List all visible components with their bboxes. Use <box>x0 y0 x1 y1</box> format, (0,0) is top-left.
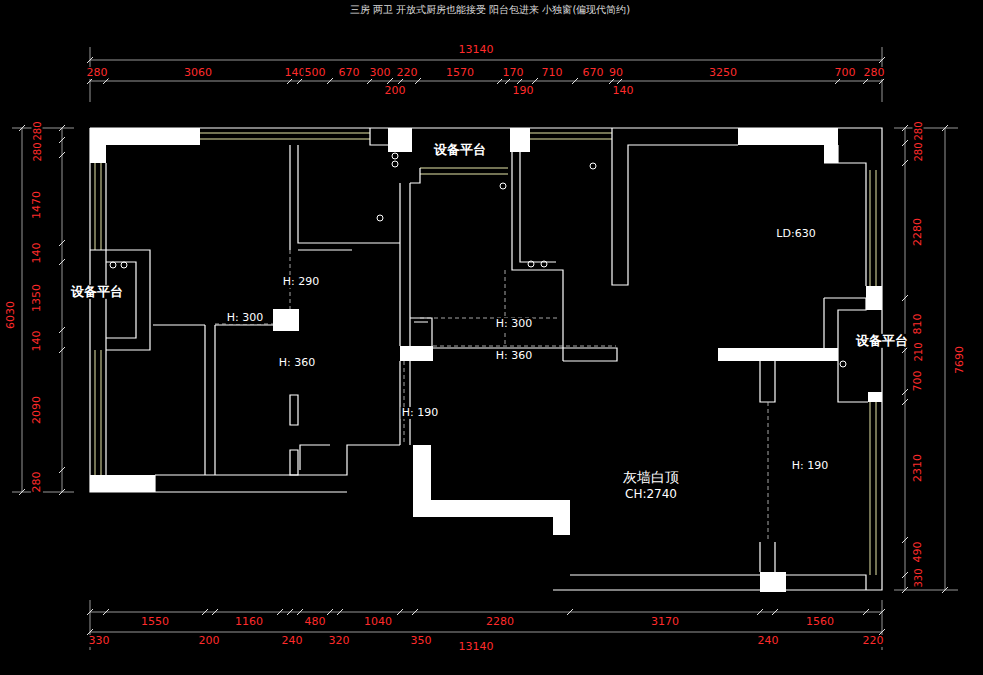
dimension-text: 330 <box>88 635 111 647</box>
dimension-text: 90 <box>608 67 624 79</box>
dimension-total: 13140 <box>458 641 495 653</box>
dimension-text: 3060 <box>183 67 213 79</box>
dimension-text: 350 <box>410 635 433 647</box>
dimension-text: 500 <box>304 67 327 79</box>
dimension-text: 140 <box>31 330 43 353</box>
beam-lines <box>215 250 768 542</box>
dimension-text: 190 <box>512 85 535 97</box>
solid-walls <box>90 128 882 592</box>
dimension-text: 710 <box>541 67 564 79</box>
finish-note: 灰墙白顶 <box>622 470 680 485</box>
dimension-total: 7690 <box>954 345 966 375</box>
dimension-text: 1040 <box>363 616 393 628</box>
dimension-text: 280 <box>913 141 924 162</box>
dimension-text: 1560 <box>805 616 835 628</box>
dimension-text: 280 <box>86 67 109 79</box>
dimension-text: 240 <box>757 635 780 647</box>
dimension-text: 2280 <box>912 217 924 247</box>
dimension-text: 2310 <box>912 453 924 483</box>
dimension-text: 140 <box>31 242 43 265</box>
height-note: LD:630 <box>775 228 816 240</box>
dimension-text: 490 <box>912 541 924 564</box>
dimension-text: 2090 <box>31 395 43 425</box>
height-note: H: 300 <box>226 312 264 324</box>
height-note: CH:2740 <box>624 488 678 501</box>
dimension-text: 220 <box>396 67 419 79</box>
dimension-text: 670 <box>338 67 361 79</box>
dimension-text: 200 <box>198 635 221 647</box>
wall-outlines <box>90 128 882 590</box>
dimension-total: 6030 <box>5 300 17 330</box>
dimension-text: 170 <box>502 67 525 79</box>
dimension-text: 140 <box>612 85 635 97</box>
dimension-text: 200 <box>384 85 407 97</box>
dimension-text: 1160 <box>234 616 264 628</box>
dimension-text: 1570 <box>445 67 475 79</box>
room-name: 设备平台 <box>855 334 909 348</box>
height-note: H: 290 <box>282 276 320 288</box>
dimension-text: 3170 <box>650 616 680 628</box>
height-note: H: 190 <box>791 460 829 472</box>
dimension-text: 300 <box>369 67 392 79</box>
dimension-lines <box>12 47 958 650</box>
dimension-text: 1470 <box>31 190 43 220</box>
dimension-text: 700 <box>912 370 924 393</box>
dimension-text: 280 <box>31 471 43 494</box>
room-name: 设备平台 <box>433 143 487 157</box>
height-note: H: 190 <box>401 407 439 419</box>
dimension-text: 3250 <box>708 67 738 79</box>
dimension-text: 220 <box>862 635 885 647</box>
dimension-text: 280 <box>863 67 886 79</box>
height-note: H: 300 <box>495 318 533 330</box>
drawing-title: 三房 两卫 开放式厨房也能接受 阳台包进来 小独窗(偏现代简约) <box>350 3 631 17</box>
pipe-symbols <box>110 153 846 367</box>
height-note: H: 360 <box>495 350 533 362</box>
dimension-text: 670 <box>582 67 605 79</box>
dimension-text: 2280 <box>485 616 515 628</box>
dimension-text: 240 <box>281 635 304 647</box>
dimension-text: 1550 <box>140 616 170 628</box>
dimension-text: 810 <box>912 313 924 336</box>
dimension-text: 330 <box>913 567 924 588</box>
dimension-text: 700 <box>834 67 857 79</box>
room-name: 设备平台 <box>70 285 124 299</box>
dimension-text: 480 <box>304 616 327 628</box>
dimension-text: 1350 <box>31 283 43 313</box>
dimension-text: 280 <box>32 120 43 141</box>
dimension-text: 320 <box>328 635 351 647</box>
window-lines <box>95 133 876 575</box>
dimension-ticks <box>19 57 948 635</box>
dimension-text: 210 <box>913 341 924 362</box>
dimension-text: 280 <box>32 141 43 162</box>
dimension-text: 280 <box>913 120 924 141</box>
dimension-total: 13140 <box>458 44 495 56</box>
height-note: H: 360 <box>278 357 316 369</box>
